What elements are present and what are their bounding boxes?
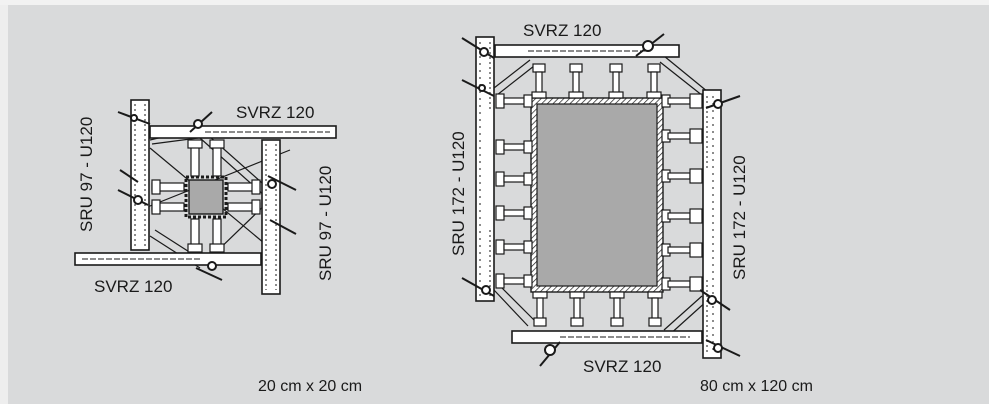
small-column-formwork (74, 99, 337, 295)
large-column-formwork (461, 33, 741, 367)
large-concrete-column (536, 103, 658, 287)
left-sru-label-left: SRU 97 - U120 (77, 117, 96, 232)
large-bottom-spindles (532, 291, 663, 327)
left-svrz-label-top: SVRZ 120 (236, 103, 314, 122)
bottom-horizontal-rail (74, 252, 262, 266)
small-spindles (151, 139, 261, 253)
large-right-spindles (661, 93, 703, 292)
top-horizontal-rail (149, 125, 337, 139)
left-sru-label-right: SRU 97 - U120 (316, 166, 335, 281)
large-clamps (461, 33, 741, 367)
right-sru-label-right: SRU 172 - U120 (730, 155, 749, 280)
large-top-spindles (531, 63, 662, 99)
right-svrz-label-top: SVRZ 120 (523, 21, 601, 40)
right-vertical-profile (261, 139, 281, 295)
left-caption: 20 cm x 20 cm (258, 378, 362, 395)
small-concrete-column (188, 179, 224, 215)
large-left-profile (475, 36, 495, 302)
large-top-rail (494, 44, 680, 58)
top-border (0, 0, 989, 5)
right-sru-label-left: SRU 172 - U120 (449, 131, 468, 256)
right-svrz-label-bottom: SVRZ 120 (583, 357, 661, 376)
large-right-profile (702, 89, 722, 359)
small-clamps (117, 111, 297, 281)
right-caption: 80 cm x 120 cm (700, 378, 813, 395)
left-vertical-profile (130, 99, 150, 251)
left-svrz-label-bottom: SVRZ 120 (94, 277, 172, 296)
left-border (0, 5, 8, 404)
large-bottom-rail (511, 330, 703, 344)
right-bracing (493, 55, 709, 337)
large-left-spindles (495, 93, 533, 289)
